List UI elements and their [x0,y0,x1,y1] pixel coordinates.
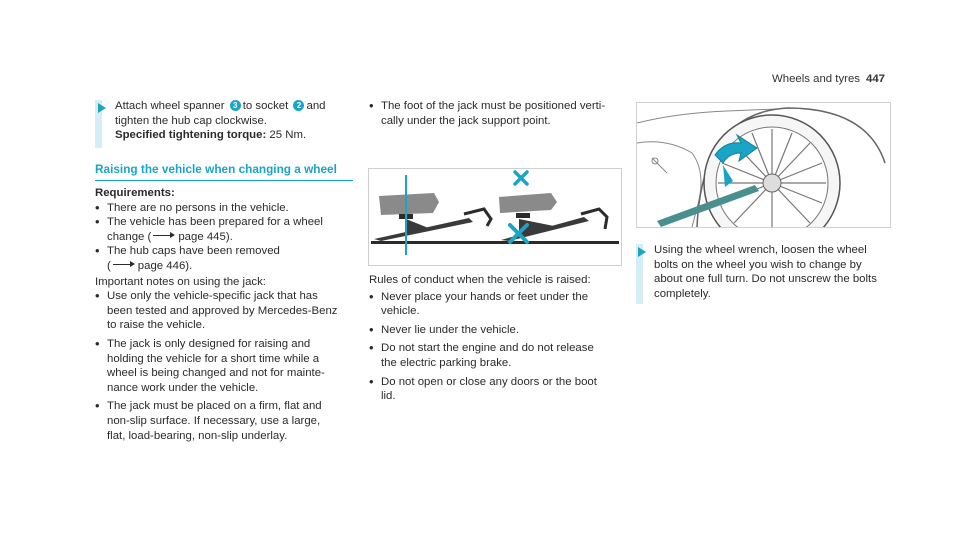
torque-label: Specified tightening torque: [115,129,267,142]
list-item: The foot of the jack must be positioned … [369,99,631,128]
jack-head-right [516,213,530,218]
car-sill-left [379,193,439,215]
requirements-block: Requirements: There are no persons in th… [95,186,357,447]
prohibited-x-icon [513,170,529,186]
page-ref-arrow-icon [112,260,135,268]
list-item: The vehicle has been prepared for a whee… [95,215,357,244]
page-number: 447 [865,73,885,85]
header-title: Wheels and tyres [771,73,860,85]
wheel-illustration [637,107,886,227]
list-item: The hub caps have been removed (page 446… [95,244,357,273]
step-bar [636,244,643,304]
callout-number-icon: 2 [293,100,305,111]
ground-line [371,241,619,244]
car-sill-right [499,193,557,213]
list-item: There are no persons in the vehicle. [95,201,357,216]
list-item: The jack is only designed for raising an… [95,337,357,395]
wheel-wrench [657,185,759,227]
prohibited-x-icon [508,223,529,244]
jack-illustration [371,170,619,255]
section-title: Raising the vehicle when changing a whee… [95,162,337,176]
rotation-arrow-icon [714,133,758,164]
jack-base-right [501,217,589,241]
section-underline [95,180,353,181]
requirements-title: Requirements: [95,187,175,199]
callout-number-icon: 3 [229,100,241,111]
list-item: Never lie under the vehicle. [369,323,631,338]
page-header: Wheels and tyres 447 [772,72,885,87]
jack-position-figure [368,168,622,266]
notes-list: Use only the vehicle-specific jack that … [95,289,357,443]
jack-crank-right [580,207,609,230]
list-item: Do not start the engine and do not relea… [369,341,631,370]
list-item: Do not open or close any doors or the bo… [369,375,631,404]
jack-base-left [374,218,473,241]
rules-block: Rules of conduct when the vehicle is rai… [369,273,631,408]
list-item: Never place your hands or feet under the… [369,290,631,319]
torque-value: 25 Nm. [266,129,307,142]
rules-title: Rules of conduct when the vehicle is rai… [369,274,591,286]
notes-title: Important notes on using the jack: [95,275,266,288]
rules-list: Never place your hands or feet under the… [369,290,631,404]
step-bar [95,100,102,148]
step-loosen-bolts: Using the wheel wrench, loosen the wheel… [654,244,877,300]
list-item: Use only the vehicle-specific jack that … [95,289,357,333]
step-arrow-icon [98,103,106,113]
step-arrow-icon [638,247,646,257]
page-ref-link[interactable]: page 445). [178,230,233,243]
list-item: The jack must be placed on a firm, flat … [95,399,357,443]
requirements-list: There are no persons in the vehicle. The… [95,201,357,274]
page-ref-link[interactable]: page 446). [137,259,193,272]
wheel-wrench-figure [636,102,891,228]
jack-foot-note: The foot of the jack must be positioned … [369,99,631,128]
jack-scissor-right [519,219,574,235]
jack-crank-left [463,207,493,227]
page-ref-arrow-icon [153,231,176,239]
